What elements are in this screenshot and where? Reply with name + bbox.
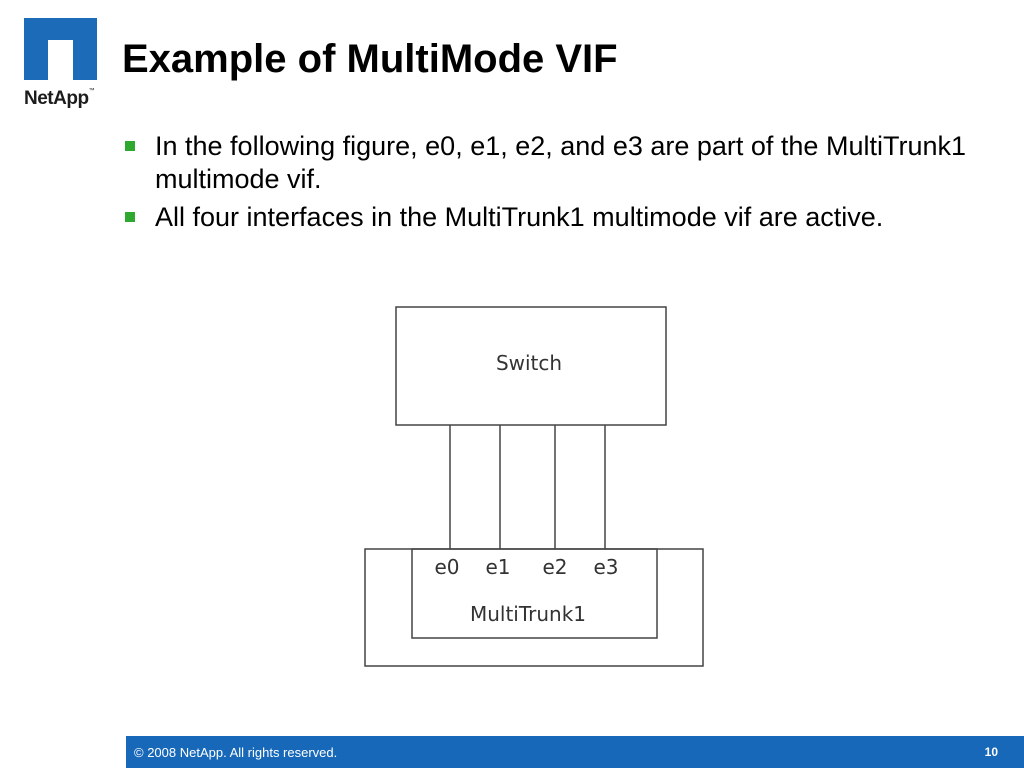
bullet-text: In the following figure, e0, e1, e2, and… <box>155 131 966 194</box>
vif-label: MultiTrunk1 <box>470 602 586 626</box>
slide-title: Example of MultiMode VIF <box>122 37 618 81</box>
multitrunk-box <box>411 548 658 639</box>
page-number: 10 <box>984 745 998 759</box>
bullet-text: All four interfaces in the MultiTrunk1 m… <box>155 202 884 232</box>
interface-label: e1 <box>485 555 510 579</box>
footer-bar: © 2008 NetApp. All rights reserved. 10 <box>126 736 1024 768</box>
bullet-square-icon <box>125 141 135 151</box>
netapp-logo-icon <box>24 18 97 80</box>
switch-label: Switch <box>496 351 562 375</box>
interface-label: e3 <box>593 555 618 579</box>
bullet-list: In the following figure, e0, e1, e2, and… <box>122 130 982 239</box>
interface-label: e2 <box>542 555 567 579</box>
bullet-square-icon <box>125 212 135 222</box>
bullet-item: All four interfaces in the MultiTrunk1 m… <box>122 201 982 234</box>
interface-label: e0 <box>434 555 459 579</box>
bullet-item: In the following figure, e0, e1, e2, and… <box>122 130 982 196</box>
netapp-logo-text: NetApp™ <box>24 88 95 109</box>
netapp-logo: NetApp™ <box>24 18 104 109</box>
copyright-text: © 2008 NetApp. All rights reserved. <box>134 745 338 760</box>
switch-box <box>395 306 667 426</box>
vif-diagram: Switch e0 e1 e2 e3 MultiTrunk1 <box>364 306 704 667</box>
